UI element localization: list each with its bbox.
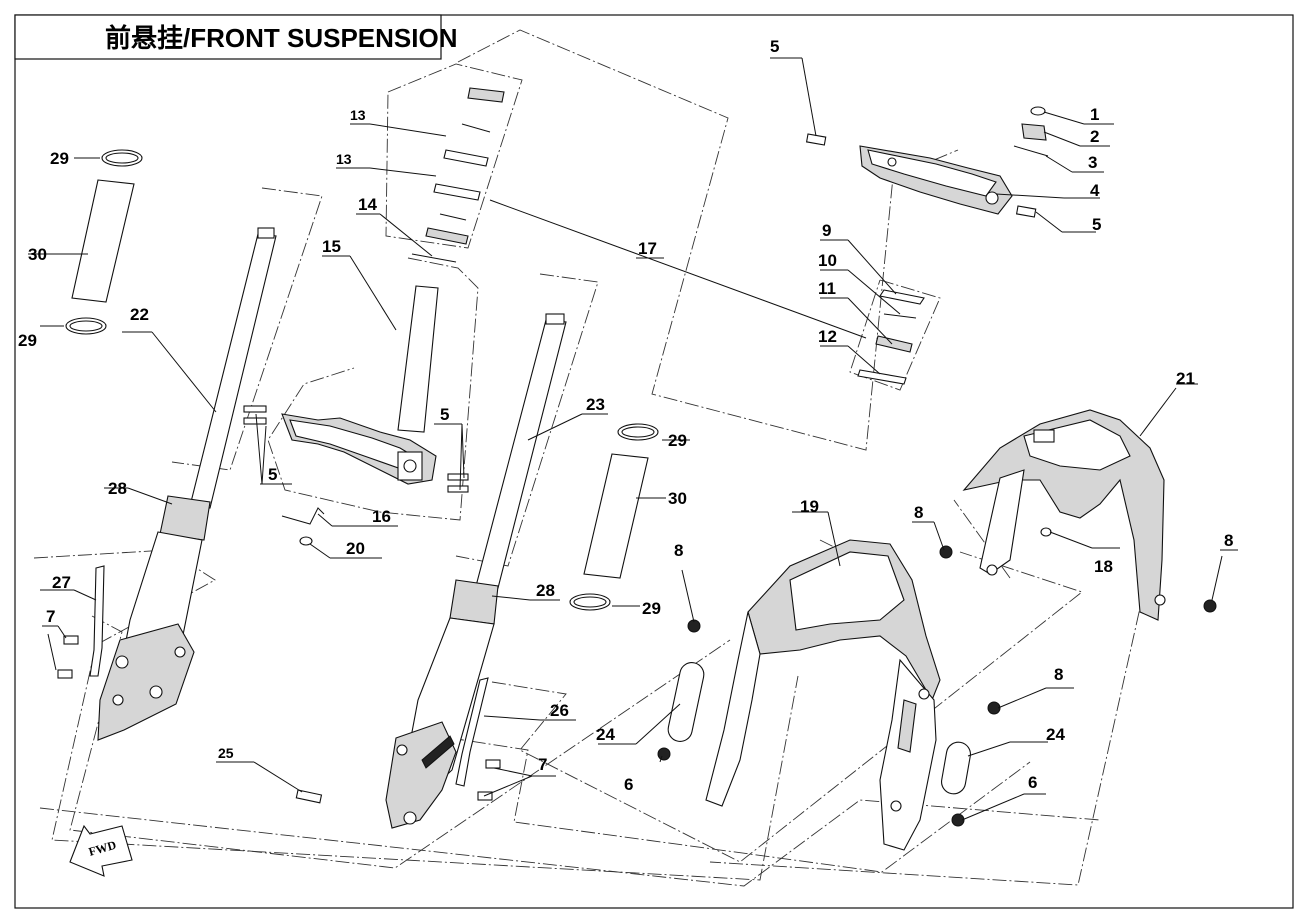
lower-triple-clamp: [281, 285, 439, 485]
callout-20: 20: [346, 539, 365, 558]
top-triple-clamp: [859, 145, 1013, 215]
callout-18: 18: [1094, 557, 1113, 576]
callout-16: 16: [372, 507, 391, 526]
fwd-arrow: FWD: [69, 824, 133, 877]
callout-19: 19: [800, 497, 819, 516]
screw-20: [299, 536, 313, 546]
callout-2: 2: [1090, 127, 1099, 146]
page-title: 前悬挂/FRONT SUSPENSION: [105, 23, 457, 53]
callout-3: 3: [1088, 153, 1097, 172]
callout-29-c: 29: [668, 431, 687, 450]
callout-17: 17: [638, 239, 657, 258]
callout-5-top: 5: [770, 37, 779, 56]
reflector-left: [667, 662, 705, 742]
callout-29-a: 29: [50, 149, 69, 168]
callout-labels: 1 2 3 4 5 5 5 5 6 6 7 7 8 8 8 8 9 10 11 …: [18, 37, 1233, 794]
callout-5-clamp-left: 5: [268, 465, 277, 484]
bracket-26: [455, 677, 489, 787]
callout-11: 11: [818, 279, 836, 298]
callout-8-d: 8: [1054, 665, 1063, 684]
callout-28-right: 28: [536, 581, 555, 600]
steering-bearings-lower: [857, 289, 925, 385]
callout-21: 21: [1176, 369, 1195, 388]
bolt-25: [295, 789, 323, 804]
callout-13-bottom: 13: [336, 151, 352, 167]
callout-24-left: 24: [596, 725, 615, 744]
callout-5-right: 5: [1092, 215, 1101, 234]
callout-9: 9: [822, 221, 831, 240]
title-box: [14, 14, 442, 60]
bracket-27: [89, 565, 105, 677]
callout-5-clamp-right: 5: [440, 405, 449, 424]
steering-bearings-upper: [411, 87, 505, 263]
mudguard-21: [962, 409, 1166, 621]
callout-23: 23: [586, 395, 605, 414]
callout-8-a: 8: [674, 541, 683, 560]
callout-12: 12: [818, 327, 837, 346]
callout-26: 26: [550, 701, 569, 720]
callout-22: 22: [130, 305, 149, 324]
callout-30-a: 30: [28, 245, 47, 264]
callout-15: 15: [322, 237, 341, 256]
callout-8-b: 8: [914, 503, 923, 522]
assembly-guide-lines: [33, 29, 1145, 887]
callout-30-b: 30: [668, 489, 687, 508]
leader-lines: [28, 57, 1238, 821]
callout-10: 10: [818, 251, 837, 270]
callout-24-right: 24: [1046, 725, 1065, 744]
right-fork-leg: [385, 313, 567, 829]
callout-14: 14: [358, 195, 377, 214]
left-fork-cover: [65, 149, 143, 335]
callout-29-b: 29: [18, 331, 37, 350]
diagram-border: [14, 14, 1294, 909]
callout-8-c: 8: [1224, 531, 1233, 550]
bolt-5-lower-clamp: [243, 405, 469, 493]
right-fork-cover: [569, 423, 659, 611]
left-fork-leg: [97, 227, 277, 741]
callout-4: 4: [1090, 181, 1100, 200]
steering-cap-parts: [1013, 106, 1049, 157]
callout-7-left: 7: [46, 607, 55, 626]
callout-7-right: 7: [538, 755, 547, 774]
front-fender: [705, 539, 941, 851]
callout-25: 25: [218, 745, 234, 761]
cable-guide-16: [281, 507, 325, 525]
callout-6-right: 6: [1028, 773, 1037, 792]
bolt-5-top: [805, 133, 1037, 218]
callout-6-left: 6: [624, 775, 633, 794]
reflector-right: [941, 741, 971, 795]
callout-27: 27: [52, 573, 71, 592]
callout-29-d: 29: [642, 599, 661, 618]
callout-13-top: 13: [350, 107, 366, 123]
callout-28-left: 28: [108, 479, 127, 498]
callout-1: 1: [1090, 105, 1099, 124]
